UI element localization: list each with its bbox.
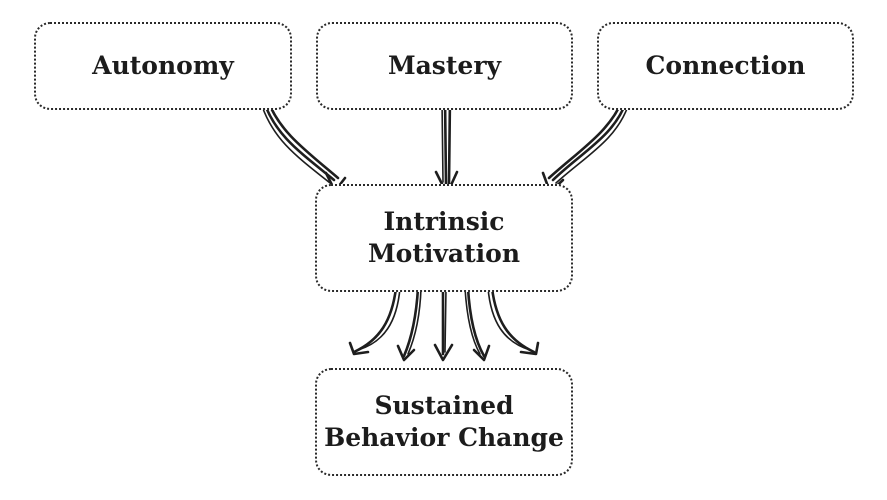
- node-autonomy-label: Autonomy: [92, 51, 234, 80]
- node-mastery-label: Mastery: [387, 51, 502, 80]
- node-connection-label: Connection: [645, 51, 806, 80]
- node-intrinsic-line-1: Intrinsic: [383, 207, 505, 236]
- node-sustained-line-1: Sustained: [374, 391, 514, 420]
- node-sustained-line-2: Behavior Change: [324, 423, 564, 452]
- arrow-mastery-to-intrinsic: [434, 95, 459, 196]
- node-autonomy: Autonomy: [34, 22, 292, 110]
- arrow-autonomy-to-intrinsic: [261, 99, 347, 193]
- node-mastery: Mastery: [316, 22, 573, 110]
- node-intrinsic-motivation: Intrinsic Motivation: [315, 184, 573, 292]
- node-connection: Connection: [597, 22, 854, 110]
- node-intrinsic-line-2: Motivation: [367, 239, 520, 268]
- node-sustained-behavior-change: Sustained Behavior Change: [315, 368, 573, 476]
- arrow-connection-to-intrinsic: [541, 99, 629, 194]
- arrow-intrinsic-to-sustained: [348, 286, 540, 362]
